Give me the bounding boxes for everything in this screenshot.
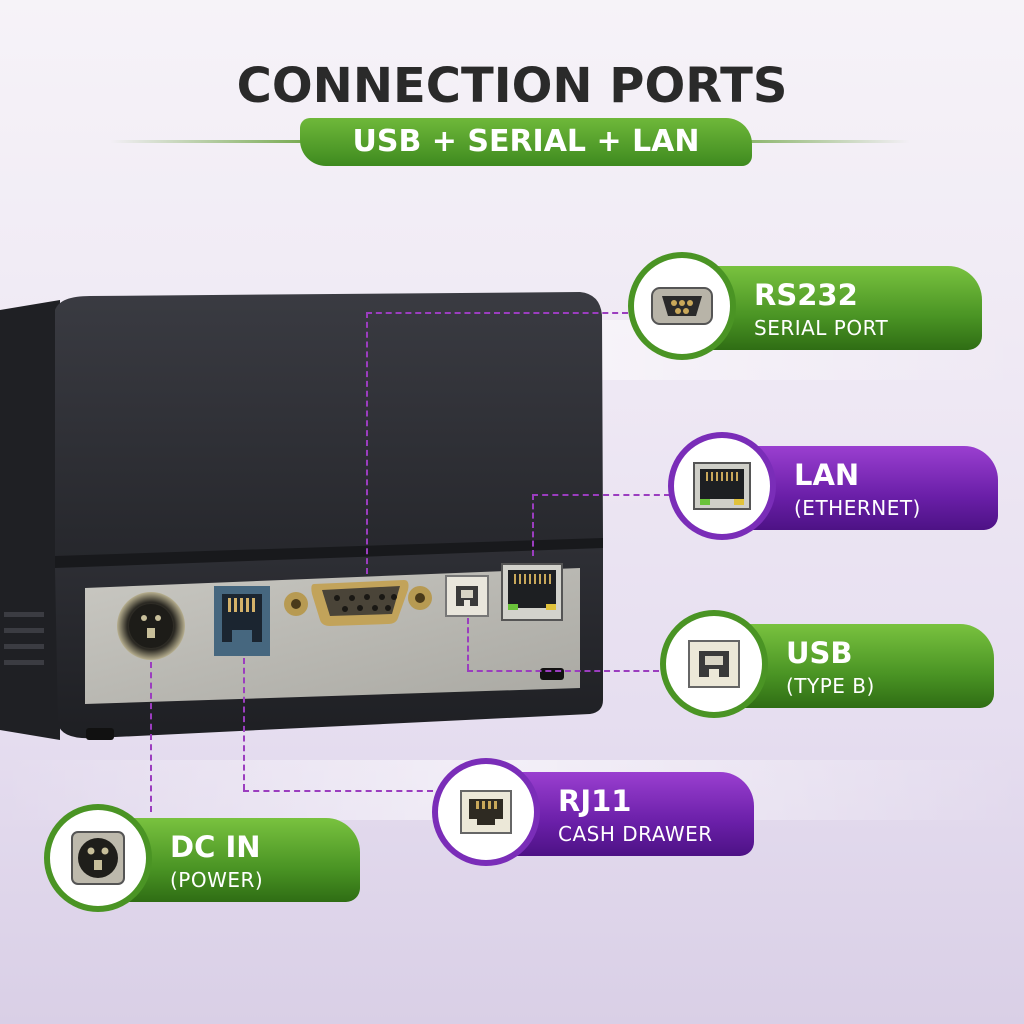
side-vents [4, 612, 44, 665]
connector-rs232 [366, 312, 368, 574]
ethernet-port-icon [668, 432, 776, 540]
callout-dcin-label: DC IN [170, 830, 261, 864]
printer-side [0, 300, 60, 740]
callout-rj11: RJ11 CASH DRAWER [432, 758, 754, 866]
callout-rs232-sub: SERIAL PORT [754, 316, 889, 340]
rj11-port [214, 586, 270, 656]
subtitle-banner: USB + SERIAL + LAN [300, 118, 752, 166]
usb-type-b-port-icon [660, 610, 768, 718]
callout-rj11-label: RJ11 [558, 784, 632, 818]
printer-top-cover [55, 292, 603, 560]
callout-usb-label: USB [786, 636, 853, 670]
db9-serial-port [284, 580, 432, 626]
callout-lan-label: LAN [794, 458, 860, 492]
connector-rj11 [243, 658, 245, 790]
connector-dcin [150, 662, 152, 812]
callout-lan-sub: (ETHERNET) [794, 496, 921, 520]
connector-usb [467, 618, 469, 670]
connector-usb [467, 670, 659, 672]
rj11-port-icon [432, 758, 540, 866]
callout-usb: USB (TYPE B) [660, 610, 994, 718]
callout-lan: LAN (ETHERNET) [668, 432, 998, 540]
callout-usb-sub: (TYPE B) [786, 674, 875, 698]
connector-rj11 [243, 790, 433, 792]
connector-rs232 [366, 312, 628, 314]
connector-lan [532, 494, 670, 496]
callout-rj11-sub: CASH DRAWER [558, 822, 713, 846]
connector-lan [532, 494, 534, 556]
ethernet-port [501, 563, 563, 621]
callout-dcin-sub: (POWER) [170, 868, 264, 892]
callout-rs232: RS232 SERIAL PORT [628, 252, 982, 360]
db9-serial-port-icon [628, 252, 736, 360]
dc-in-port [117, 592, 185, 660]
page-title: CONNECTION PORTS [236, 58, 788, 114]
callout-dcin: DC IN (POWER) [44, 804, 360, 912]
usb-b-port [445, 575, 489, 617]
callout-rs232-label: RS232 [754, 278, 858, 312]
dc-power-port-icon [44, 804, 152, 912]
